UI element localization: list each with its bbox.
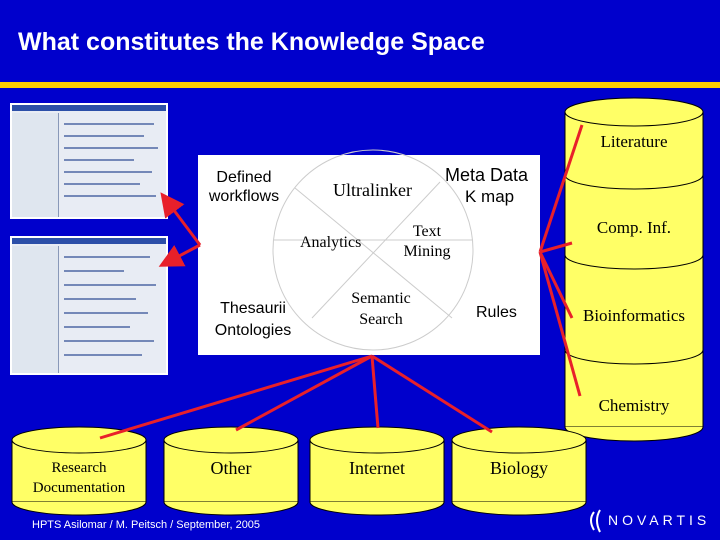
arrow-to-bottom-screenshot: [158, 243, 201, 267]
bottom-cylinder-biology: [451, 426, 587, 516]
novartis-logo-text: NOVARTIS: [608, 512, 711, 528]
slide-title: What constitutes the Knowledge Space: [18, 28, 485, 56]
cylinder-label-chemistry: Chemistry: [598, 396, 670, 415]
knowledge-circle: [272, 149, 474, 351]
cylinder-label-bioinformatics: Bioinformatics: [583, 306, 685, 325]
label-defined-workflows: Defined workflows: [208, 169, 280, 205]
bottom-cylinder-internet: [309, 426, 445, 516]
label-analytics: Analytics: [300, 234, 362, 251]
center-panel: [198, 155, 540, 355]
screenshot-thumbnail-bottom: [10, 236, 168, 375]
right-cylinder-stack: [564, 97, 704, 442]
label-thesaurii-ontologies: Thesaurii Ontologies: [214, 300, 292, 339]
screenshot-thumbnail-top: [10, 103, 168, 219]
cylinder-label-biology: Biology: [489, 458, 548, 478]
title-bar: [0, 0, 720, 82]
line-to-literature: [538, 124, 584, 253]
cylinder-label-internet: Internet: [349, 458, 405, 478]
label-text-mining: Text Mining: [403, 223, 451, 260]
line-to-bioinformatics: [538, 251, 574, 319]
footer-credit: HPTS Asilomar / M. Peitsch / September, …: [32, 519, 261, 531]
cylinder-label-research-documentation: Research Documentation: [32, 460, 126, 496]
line-to-research: [99, 354, 373, 440]
label-k-map: K map: [465, 187, 515, 206]
arrow-to-top-screenshot: [160, 192, 202, 246]
line-to-chemistry: [538, 251, 582, 397]
line-to-other: [235, 354, 373, 432]
title-underline: [0, 82, 720, 88]
label-rules: Rules: [476, 304, 517, 321]
cylinder-label-comp-inf: Comp. Inf.: [596, 218, 672, 237]
label-semantic-search: Semantic Search: [351, 290, 411, 328]
bottom-cylinder-other: [163, 426, 299, 516]
cylinder-label-other: Other: [210, 458, 252, 478]
label-meta-data: Meta Data: [445, 165, 529, 185]
cylinder-label-literature: Literature: [600, 132, 668, 151]
label-ultralinker: Ultralinker: [333, 180, 412, 200]
line-to-internet: [370, 355, 380, 429]
circle-divider-d2: [311, 181, 441, 319]
line-to-biology: [371, 354, 493, 434]
line-to-comp-inf: [539, 241, 573, 254]
